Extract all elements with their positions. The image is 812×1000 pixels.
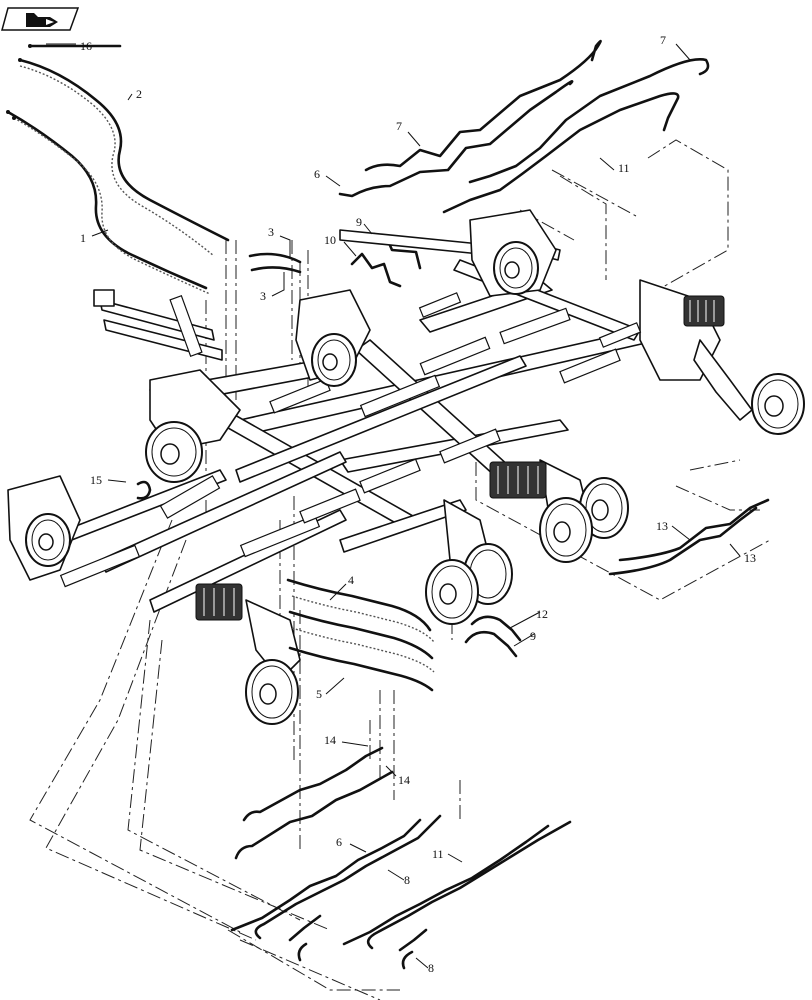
hose-4-5-bundle <box>286 578 435 692</box>
callout-14-left: 14 <box>324 733 336 747</box>
callout-14-right: 14 <box>398 773 410 787</box>
phantom-routing-lines <box>29 139 771 1000</box>
callout-3-lower: 3 <box>260 289 266 303</box>
callout-9-upper: 9 <box>356 215 362 229</box>
callout-16: 16 <box>80 39 92 53</box>
hose-15 <box>136 480 152 500</box>
callout-15: 15 <box>90 473 102 487</box>
cultivator-main-frame <box>7 209 753 681</box>
hose-6-7-11-top <box>338 39 710 214</box>
weight-boxes <box>195 295 725 621</box>
callout-1: 1 <box>80 231 86 245</box>
transport-wheels <box>25 241 805 725</box>
callout-13-right: 13 <box>744 551 756 565</box>
callout-6-upper: 6 <box>314 167 320 181</box>
callout-labels: 16 2 1 3 3 10 9 7 7 6 11 15 4 5 12 9 13 … <box>80 33 756 975</box>
callout-7-left: 7 <box>396 119 402 133</box>
callout-2: 2 <box>136 87 142 101</box>
callout-3-upper: 3 <box>268 225 274 239</box>
callout-8-lower: 8 <box>428 961 434 975</box>
callout-7-right: 7 <box>660 33 666 47</box>
callout-4: 4 <box>348 573 354 587</box>
callout-6-lower: 6 <box>336 835 342 849</box>
wheel-right-wing <box>751 373 805 435</box>
hose-3-pair <box>248 252 302 274</box>
callout-10: 10 <box>324 233 336 247</box>
hose-6-8-lower <box>230 814 442 962</box>
hose-11-8-lower <box>342 820 572 970</box>
callout-5: 5 <box>316 687 322 701</box>
page-navigation-icon[interactable] <box>1 7 80 31</box>
callout-12: 12 <box>536 607 548 621</box>
wheel-center-rear-d <box>425 559 479 625</box>
gang-assemblies <box>59 292 642 588</box>
callout-13-left: 13 <box>656 519 668 533</box>
hose-assembly-1-2-16 <box>6 44 230 295</box>
callout-11-lower: 11 <box>432 847 444 861</box>
wheel-left-rear <box>245 659 299 725</box>
wheel-center-rear-b <box>539 497 593 563</box>
callout-11-upper: 11 <box>618 161 630 175</box>
hose-14-pair <box>234 746 394 860</box>
callout-9-lower: 9 <box>530 629 536 643</box>
callout-8-upper: 8 <box>404 873 410 887</box>
hose-12-9-lower <box>464 615 522 658</box>
wheel-left-front <box>145 421 203 483</box>
wheel-center-front <box>311 333 357 387</box>
hose-13-pair <box>608 498 770 576</box>
wheel-right-front <box>493 241 539 295</box>
wheel-left-wing <box>25 513 71 567</box>
callout-leaders <box>46 43 741 969</box>
